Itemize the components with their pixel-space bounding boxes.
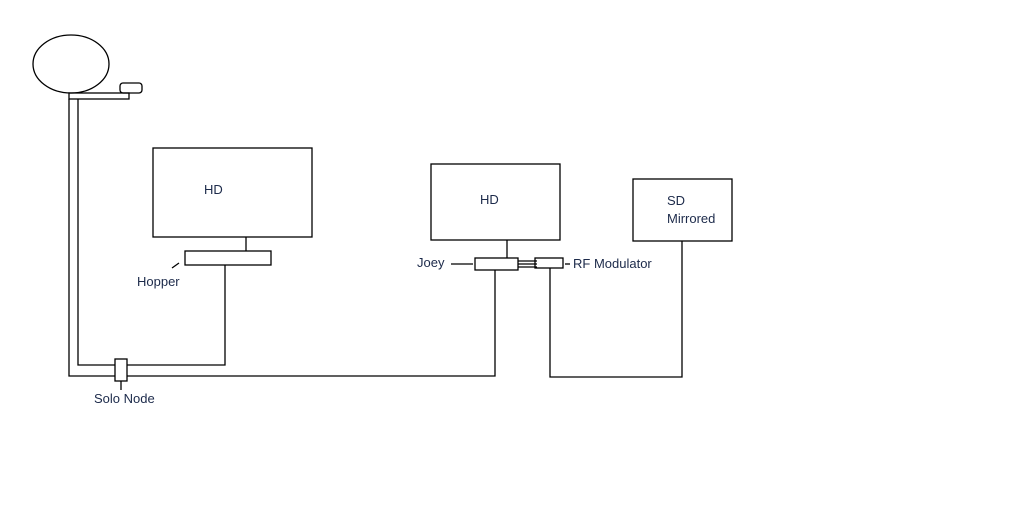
tv1-label: HD: [204, 182, 223, 197]
hopper-label: Hopper: [137, 274, 180, 289]
cable-outer: [68, 99, 496, 377]
joey-box: [474, 257, 519, 271]
joey-rf-cables: [518, 260, 537, 268]
mirrored-label: Mirrored: [667, 211, 715, 226]
tv2-label: HD: [480, 192, 499, 207]
joey-label: Joey: [417, 255, 445, 270]
tv-sd-mirrored: [632, 178, 733, 242]
hopper-box: [184, 250, 272, 266]
rf-to-sd-cable: [549, 241, 683, 378]
tv-hd-1: [152, 147, 313, 238]
lnb: [119, 82, 143, 94]
tv-hd-2: [430, 163, 561, 241]
sd-label: SD: [667, 193, 685, 208]
cable-inner: [77, 99, 226, 366]
dish-arm: [68, 92, 130, 100]
rf-modulator-box: [534, 257, 564, 269]
rf-modulator-label: RF Modulator: [573, 256, 652, 271]
hopper-leader: [171, 262, 180, 269]
satellite-dish: [32, 34, 110, 94]
solo-node-label: Solo Node: [94, 391, 155, 406]
solo-node: [114, 358, 128, 382]
